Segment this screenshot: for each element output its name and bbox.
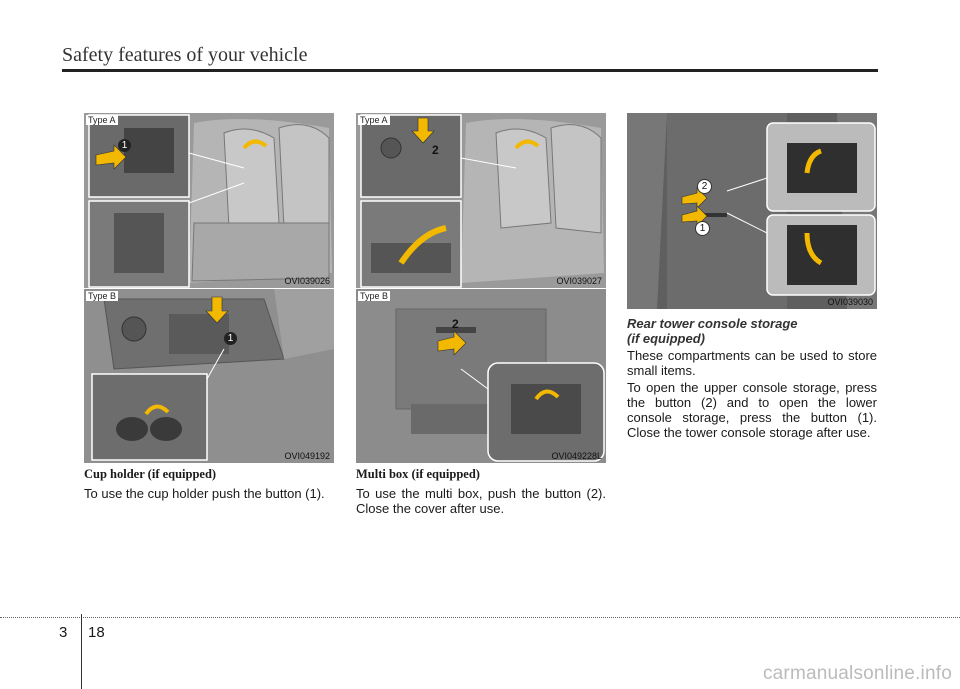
type-label: Type A [358,115,390,125]
section-title-multi-box: Multi box (if equipped) [356,467,480,481]
rear-seat-illustration [84,113,334,288]
tower-console-illustration [627,113,877,309]
section-title-cup-holder: Cup holder (if equipped) [84,467,217,481]
callout-2: 2 [697,179,712,194]
header-rule [62,69,878,72]
figure-rear-tower-console: OVI039030 2 1 [627,113,877,309]
footer-page-number: 18 [88,624,105,641]
section-title-line-2: (if equipped) [627,331,705,346]
console-illustration [84,289,334,463]
page-header-title: Safety features of your vehicle [62,44,308,66]
callout-1: 1 [695,221,710,236]
figure-cup-holder-type-b: Type B OVI049192 1 [84,289,334,463]
figure-code: OVI049192 [284,451,330,461]
section-title-line-1: Rear tower console storage [627,316,798,331]
callout-1: 1 [224,332,237,345]
callout-2: 2 [432,143,439,157]
callout-1: 1 [118,139,131,152]
console-multibox-illustration [356,289,606,463]
figure-code: OVI039027 [556,276,602,286]
rear-seat-multibox-illustration [356,113,606,288]
section-body-multi-box: To use the multi box, push the button (2… [356,486,606,516]
section-para-2-rear-tower: To open the upper console storage, press… [627,380,877,440]
type-label: Type B [86,291,119,301]
figure-code: OVI039030 [827,297,873,307]
figure-code: OVI039026 [284,276,330,286]
footer-chapter-number: 3 [59,624,68,641]
callout-2: 2 [452,317,459,331]
type-label: Type B [358,291,391,301]
section-para-1-rear-tower: These compartments can be used to store … [627,348,877,378]
section-body-cup-holder: To use the cup holder push the button (1… [84,486,325,501]
figure-multi-box-type-b: Type B OVI049228L 2 [356,289,606,463]
figure-code: OVI049228L [551,451,602,461]
footer-dotted-rule [0,617,960,618]
watermark: carmanualsonline.info [762,663,952,684]
footer-divider [81,614,82,689]
type-label: Type A [86,115,118,125]
figure-multi-box-type-a: Type A OVI039027 2 [356,113,606,288]
figure-cup-holder-type-a: Type A OVI039026 1 [84,113,334,288]
section-title-rear-tower: Rear tower console storage (if equipped) [627,316,877,346]
